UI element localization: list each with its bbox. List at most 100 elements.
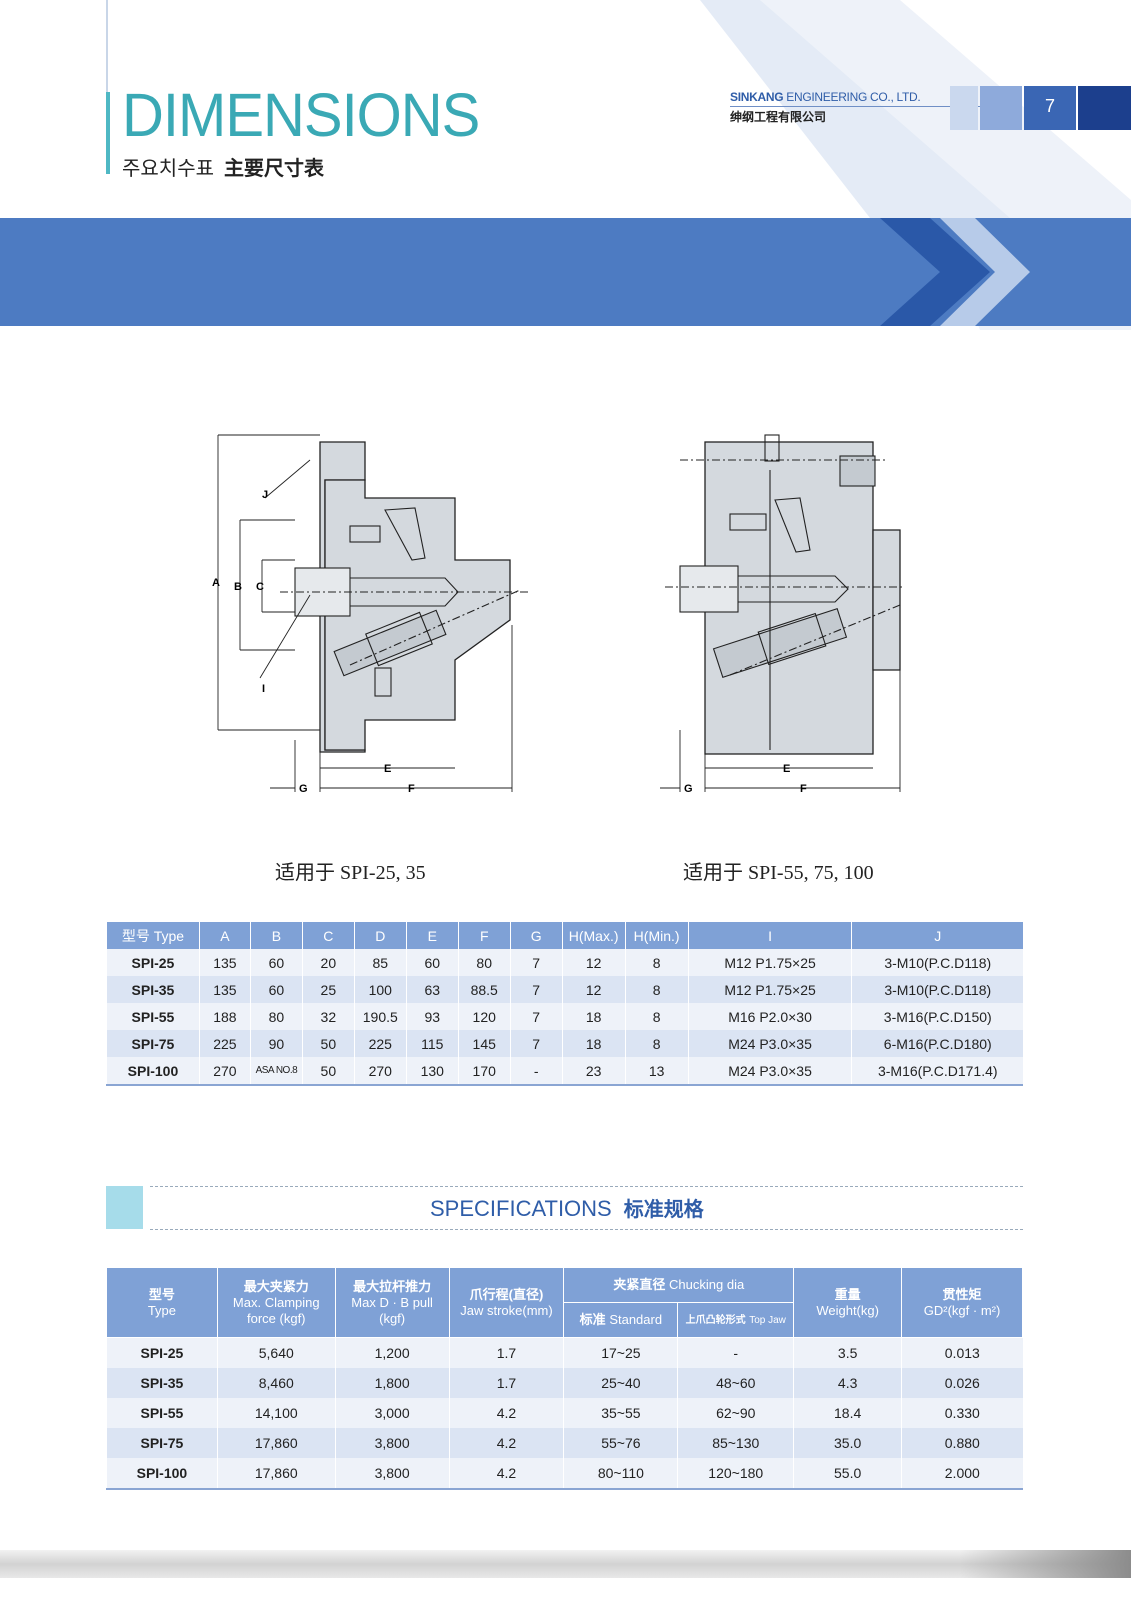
table-cell: 7: [509, 1003, 563, 1030]
dim-label-e: E: [384, 763, 391, 775]
table-cell: 100: [353, 976, 407, 1003]
table-cell: 5,640: [216, 1337, 336, 1368]
table-cell: 0.880: [901, 1428, 1023, 1458]
header-text-cn: 标准: [579, 1312, 606, 1327]
table-cell: 145: [457, 1030, 511, 1057]
table-cell: SPI-75: [106, 1030, 200, 1057]
header-text-cn: 最大拉杆推力: [353, 1278, 432, 1294]
table-cell: 120~180: [677, 1458, 794, 1490]
dim-label-e-right: E: [783, 763, 790, 775]
drawing-spi-55-75-100: E F G: [660, 434, 905, 795]
col-header-chucking-dia: 夹紧直径 Chucking dia: [563, 1267, 795, 1303]
header-text-en: force (kgf): [247, 1310, 306, 1326]
table-cell: 7: [509, 1030, 563, 1057]
table-cell: 6-M16(P.C.D180): [851, 1030, 1023, 1057]
header-square-2: [980, 86, 1022, 130]
col-header-e: E: [405, 922, 459, 949]
table-cell: 2.000: [901, 1458, 1023, 1490]
table-cell: SPI-25: [106, 1337, 218, 1368]
table-cell: 0.013: [901, 1337, 1023, 1368]
table-cell: SPI-35: [106, 976, 200, 1003]
header-text-en: GD²(kgf · m²): [923, 1302, 1001, 1318]
table-cell: 130: [405, 1057, 459, 1086]
table-cell: 14,100: [216, 1398, 336, 1428]
table-row: SPI-35 8,460 1,800 1.7 25~40 48~60 4.3 0…: [106, 1368, 1023, 1398]
table-cell: 188: [198, 1003, 251, 1030]
table-cell: M16 P2.0×30: [687, 1003, 852, 1030]
dim-label-g-right: G: [684, 783, 693, 795]
header-text-en: Max D · B pull: [351, 1294, 433, 1310]
table-cell: 17~25: [563, 1337, 678, 1368]
table-cell: 90: [249, 1030, 303, 1057]
table-cell: 8: [624, 1003, 689, 1030]
table-cell: 55~76: [563, 1428, 678, 1458]
left-drawing-caption: 适用于 SPI-25, 35: [275, 862, 426, 884]
dimensions-header-row: 型号 Type A B C D E F G H(Max.) H(Min.) I …: [106, 922, 1023, 949]
dim-label-j: J: [262, 489, 268, 501]
dim-label-f-right: F: [800, 783, 807, 795]
dim-label-f: F: [408, 783, 415, 795]
table-row: SPI-100 270 ASA NO.8 50 270 130 170 - 23…: [106, 1057, 1023, 1086]
header-text-en: Max. Clamping: [232, 1294, 320, 1310]
table-cell: 3.5: [793, 1337, 902, 1368]
table-cell: 88.5: [457, 976, 511, 1003]
page-title: DIMENSIONS: [122, 81, 480, 150]
header-text-en: Type: [147, 1302, 176, 1318]
table-cell: 48~60: [677, 1368, 794, 1398]
table-cell: 4.3: [793, 1368, 902, 1398]
header-text-cn: 型号: [148, 1286, 175, 1302]
company-name: SINKANG ENGINEERING CO., LTD.: [730, 90, 921, 104]
table-cell: 8: [624, 976, 689, 1003]
table-cell: 1.7: [448, 1368, 564, 1398]
table-cell: -: [509, 1057, 563, 1086]
page-number: 7: [1044, 96, 1055, 116]
table-cell: M12 P1.75×25: [687, 976, 852, 1003]
header-text-en: Top Jaw: [749, 1315, 786, 1326]
table-cell: 225: [353, 1030, 407, 1057]
table-cell: SPI-35: [106, 1368, 218, 1398]
header-text-cn: 爪行程(直径): [469, 1286, 544, 1302]
table-cell: 7: [509, 949, 563, 976]
table-cell: 17,860: [216, 1458, 336, 1490]
table-cell: 60: [249, 976, 303, 1003]
table-cell: 225: [198, 1030, 251, 1057]
table-row: SPI-35 135 60 25 100 63 88.5 7 12 8 M12 …: [106, 976, 1023, 1003]
table-cell: 12: [561, 949, 626, 976]
table-cell: 7: [509, 976, 563, 1003]
col-header-i: I: [687, 922, 852, 949]
table-cell: 60: [405, 949, 459, 976]
table-row: SPI-55 14,100 3,000 4.2 35~55 62~90 18.4…: [106, 1398, 1023, 1428]
header-text-cn: 夹紧直径: [613, 1277, 666, 1292]
table-cell: 12: [561, 976, 626, 1003]
col-header-standard: 标准 Standard: [563, 1302, 679, 1338]
table-cell: 85: [353, 949, 407, 976]
col-header-type: 型号 Type: [106, 922, 200, 949]
table-cell: 135: [198, 976, 251, 1003]
table-cell: 270: [353, 1057, 407, 1086]
header-text-en: Weight(kg): [816, 1302, 879, 1318]
title-accent-line: [106, 0, 108, 92]
table-cell: 270: [198, 1057, 251, 1086]
title-accent-bar: [106, 92, 110, 174]
table-cell: SPI-25: [106, 949, 200, 976]
table-row: SPI-75 17,860 3,800 4.2 55~76 85~130 35.…: [106, 1428, 1023, 1458]
col-header-top-jaw: 上爪凸轮形式 Top Jaw: [677, 1302, 795, 1338]
col-header-h-min: H(Min.): [624, 922, 689, 949]
table-cell: 17,860: [216, 1428, 336, 1458]
dim-label-g: G: [299, 783, 308, 795]
col-header-g: G: [509, 922, 563, 949]
header-text-en: Standard: [609, 1312, 663, 1327]
col-header-h-max: H(Max.): [561, 922, 626, 949]
table-cell: SPI-75: [106, 1428, 218, 1458]
table-row: SPI-25 5,640 1,200 1.7 17~25 - 3.5 0.013: [106, 1337, 1023, 1368]
drawing-spi-25-35: A B C E F G J I: [212, 434, 530, 795]
table-cell: 32: [301, 1003, 355, 1030]
header-text-cn: 最大夹紧力: [243, 1278, 309, 1294]
table-cell: 18: [561, 1003, 626, 1030]
table-cell: ASA NO.8: [249, 1057, 303, 1086]
table-cell: 18: [561, 1030, 626, 1057]
table-cell: 4.2: [448, 1428, 564, 1458]
